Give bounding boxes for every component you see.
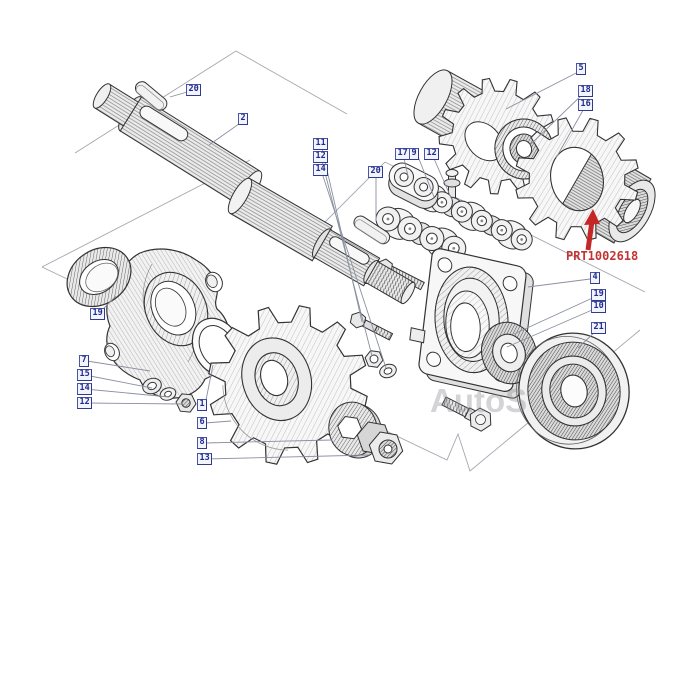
top-right-assembly — [375, 69, 656, 261]
leader-line-14 — [84, 388, 170, 398]
part-code-text: PRT1002618 — [566, 249, 638, 263]
housing-ear-hole — [104, 342, 120, 362]
leader-line-9 — [416, 153, 435, 198]
chain-pin-dot — [440, 200, 444, 204]
leader-line-12 — [84, 402, 184, 405]
leader-line-12 — [320, 156, 373, 357]
key-20-right — [353, 215, 391, 245]
chain-connecting-link — [388, 162, 439, 209]
chain-pin-dot — [520, 238, 524, 241]
part-code-marker: PRT1002618 — [566, 209, 638, 263]
bolt-11 — [349, 311, 394, 341]
nut-small — [175, 393, 197, 413]
leader-line-14 — [320, 169, 387, 369]
leader-line-7 — [86, 360, 151, 372]
bearing-ring-19 — [66, 246, 132, 308]
shaft-segment-2 — [227, 177, 416, 305]
leader-line-16 — [555, 104, 587, 159]
leader-line-2 — [208, 118, 247, 146]
plate-bolt-hole — [502, 275, 518, 292]
chain-pin-dot — [460, 210, 464, 213]
watermark-text: AutoS — [430, 382, 527, 419]
leader-line-18 — [530, 90, 587, 145]
keyway-slot — [139, 105, 189, 142]
leader-line-12 — [431, 153, 453, 201]
hub-end-face — [413, 69, 453, 125]
bearing-21 — [516, 332, 630, 450]
chain-pin-dot — [500, 228, 504, 232]
leader-line-6 — [204, 420, 232, 424]
drive-shaft — [92, 81, 416, 305]
chain-pin-dot — [408, 227, 412, 231]
plate-bolt-hole — [426, 351, 442, 367]
housing-ear-hole — [205, 271, 223, 293]
chain-pin-dot — [452, 246, 456, 250]
leader-line-19 — [513, 294, 600, 335]
shaft-end-cap — [92, 83, 112, 109]
plate-bolt-hole — [437, 257, 453, 273]
washer-small — [159, 387, 177, 401]
fasteners — [328, 311, 492, 465]
plate-lug — [409, 327, 426, 344]
leader-line-5 — [505, 68, 585, 110]
bolt-center — [441, 396, 492, 432]
leader-line-15 — [84, 374, 153, 389]
chain-strand — [375, 206, 467, 261]
shaft-break-face — [227, 177, 253, 215]
sprocket-right-with-hub — [515, 117, 656, 244]
leader-line-10 — [506, 306, 600, 348]
housing-bore — [143, 271, 209, 347]
key-20-left — [134, 81, 168, 111]
chain-pin-dot — [386, 217, 390, 221]
washer-14 — [379, 363, 397, 379]
leader-line-1 — [204, 364, 214, 406]
nut-13 — [356, 421, 404, 465]
plate-bore — [434, 266, 509, 374]
red-arrow-head — [584, 209, 600, 225]
right-bearings — [481, 321, 630, 450]
callout-leader-lines — [84, 68, 600, 460]
chain-pin-dot — [430, 237, 434, 240]
leader-line-13 — [204, 454, 370, 460]
leader-line-4 — [527, 277, 599, 288]
left-assembly — [66, 246, 243, 413]
nut-12 — [364, 350, 384, 368]
chain-pin-dot — [480, 219, 484, 223]
leader-line-8 — [204, 439, 333, 444]
red-arrow — [585, 220, 595, 251]
